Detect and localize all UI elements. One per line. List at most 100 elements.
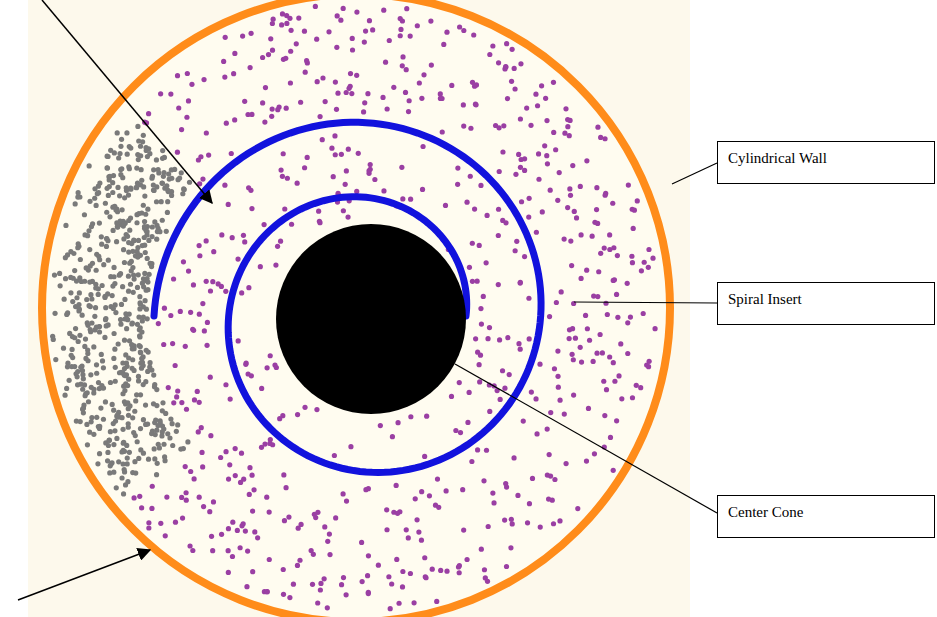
particle-dot	[288, 80, 293, 85]
particle-dot	[101, 365, 106, 370]
particle-dot	[464, 200, 469, 205]
particle-dot	[354, 73, 359, 78]
particle-dot	[72, 335, 77, 340]
pointer-arrow	[18, 550, 150, 600]
particle-dot	[175, 422, 180, 427]
particle-dot	[457, 570, 462, 575]
particle-dot	[562, 236, 567, 241]
particle-dot	[150, 224, 155, 229]
particle-dot	[320, 75, 325, 80]
particle-dot	[88, 372, 93, 377]
particle-dot	[552, 477, 557, 482]
particle-dot	[125, 152, 130, 157]
particle-dot	[110, 283, 115, 288]
particle-dot	[496, 233, 501, 238]
particle-dot	[272, 362, 277, 367]
particle-dot	[455, 182, 460, 187]
particle-dot	[142, 194, 147, 199]
particle-dot	[75, 369, 80, 374]
particle-dot	[264, 495, 269, 500]
particle-dot	[243, 528, 248, 533]
particle-dot	[125, 234, 130, 239]
particle-dot	[413, 496, 418, 501]
particle-dot	[89, 296, 94, 301]
particle-dot	[281, 151, 286, 156]
particle-dot	[505, 96, 510, 101]
particle-dot	[315, 600, 320, 605]
particle-dot	[479, 547, 484, 552]
particle-dot	[388, 606, 393, 611]
particle-dot	[404, 6, 409, 11]
particle-dot	[350, 36, 355, 41]
particle-dot	[125, 455, 130, 460]
particle-dot	[183, 344, 188, 349]
particle-dot	[199, 450, 204, 455]
particle-dot	[200, 301, 205, 306]
particle-dot	[75, 374, 80, 379]
particle-dot	[114, 239, 119, 244]
particle-dot	[259, 386, 264, 391]
particle-dot	[186, 98, 191, 103]
particle-dot	[650, 256, 655, 261]
particle-dot	[356, 151, 361, 156]
particle-dot	[118, 271, 123, 276]
particle-dot	[408, 34, 413, 39]
particle-dot	[344, 168, 349, 173]
particle-dot	[404, 67, 409, 72]
particle-dot	[281, 567, 286, 572]
particle-dot	[508, 545, 513, 550]
particle-dot	[271, 17, 276, 22]
particle-dot	[68, 290, 73, 295]
particle-dot	[77, 333, 82, 338]
particle-dot	[115, 130, 120, 135]
particle-dot	[279, 22, 284, 27]
particle-dot	[79, 279, 84, 284]
particle-dot	[590, 234, 595, 239]
particle-dot	[116, 155, 121, 160]
particle-dot	[97, 386, 102, 391]
particle-dot	[481, 294, 486, 299]
particle-dot	[143, 402, 148, 407]
particle-dot	[125, 461, 130, 466]
particle-dot	[154, 184, 159, 189]
particle-dot	[341, 208, 346, 213]
particle-dot	[126, 289, 131, 294]
particle-dot	[309, 548, 314, 553]
particle-dot	[344, 592, 349, 597]
particle-dot	[106, 193, 111, 198]
particle-dot	[280, 174, 285, 179]
particle-dot	[184, 115, 189, 120]
particle-dot	[108, 429, 113, 434]
particle-dot	[545, 473, 550, 478]
particle-dot	[196, 429, 201, 434]
particle-dot	[303, 70, 308, 75]
particle-dot	[263, 85, 268, 90]
particle-dot	[270, 21, 275, 26]
particle-dot	[188, 469, 193, 474]
particle-dot	[556, 385, 561, 390]
particle-dot	[222, 74, 227, 79]
particle-dot	[548, 188, 553, 193]
particle-dot	[435, 476, 440, 481]
particle-dot	[457, 563, 462, 568]
particle-dot	[250, 508, 255, 513]
particle-dot	[484, 260, 489, 265]
particle-dot	[460, 487, 465, 492]
particle-dot	[461, 28, 466, 33]
particle-dot	[111, 265, 116, 270]
particle-dot	[146, 520, 151, 525]
particle-dot	[184, 407, 189, 412]
particle-dot	[222, 183, 227, 188]
particle-dot	[160, 148, 165, 153]
particle-dot	[270, 442, 275, 447]
particle-dot	[524, 105, 529, 110]
particle-dot	[116, 341, 121, 346]
particle-dot	[208, 433, 213, 438]
particle-dot	[81, 405, 86, 410]
particle-dot	[249, 473, 254, 478]
particle-dot	[365, 573, 370, 578]
particle-dot	[502, 386, 507, 391]
particle-dot	[239, 451, 244, 456]
particle-dot	[120, 427, 125, 432]
particle-dot	[138, 144, 143, 149]
